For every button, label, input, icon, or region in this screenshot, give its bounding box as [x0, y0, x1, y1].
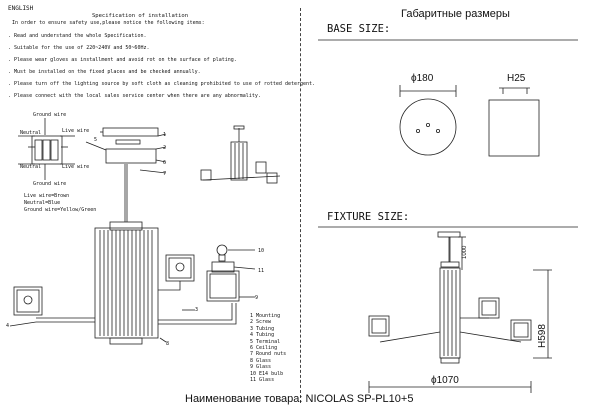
spec-note: . Please turn off the lighting source by…	[8, 81, 316, 87]
parts-item: 7 Round nuts	[250, 351, 287, 358]
parts-item: 4 Tubing	[250, 332, 275, 339]
callout-5: 5	[94, 137, 98, 143]
ceiling-bracket	[85, 127, 167, 222]
language-label: ENGLISH	[8, 5, 34, 12]
spec-title: Specification of installation	[92, 13, 189, 19]
chandelier-main-drawing	[9, 221, 256, 345]
callout-11: 11	[258, 268, 265, 274]
parts-item: 9 Glass	[250, 364, 272, 371]
parts-item: 1 Mounting	[250, 313, 281, 319]
parts-item: 11 Glass	[250, 377, 275, 384]
callout-7: 7	[163, 171, 167, 177]
spec-intro: In order to ensure safety use,please not…	[12, 20, 205, 26]
parts-item: 3 Tubing	[250, 325, 275, 332]
base-circle-drawing	[399, 85, 540, 157]
parts-item: 6 Ceiling	[250, 345, 278, 352]
chandelier-thumbnail	[200, 125, 281, 184]
wire-label-ground-top: Ground wire	[33, 112, 67, 118]
fixture-diameter-label: ϕ1070	[431, 375, 459, 386]
base-height-label: H25	[507, 73, 526, 84]
terminal-block-diagram	[18, 118, 75, 180]
callout-9: 9	[255, 295, 259, 301]
dimensions-header: Габаритные размеры	[401, 8, 510, 20]
wire-legend-neutral: Neutral=Blue	[24, 200, 61, 206]
spec-note: . Please wear gloves as installment and …	[8, 57, 237, 63]
spec-note: . Read and understand the whole Specific…	[8, 33, 147, 39]
wire-label-ground-bottom: Ground wire	[33, 181, 67, 187]
parts-item: 10 E14 bulb	[250, 370, 284, 377]
base-size-title: BASE SIZE:	[327, 23, 391, 35]
parts-item: 2 Screw	[250, 319, 272, 326]
fixture-drawing	[368, 231, 552, 393]
wire-label-neutral-2: Neutral	[20, 164, 42, 170]
wire-label-neutral: Neutral	[20, 130, 42, 136]
wire-label-live-2: Live wire	[62, 164, 90, 170]
callout-8: 8	[166, 341, 170, 347]
spec-note: . Please connect with the local sales se…	[8, 93, 261, 99]
parts-item: 5 Terminal	[250, 338, 281, 345]
wire-legend-ground: Ground wire=Yellow/Green	[24, 207, 97, 213]
wire-label-live: Live wire	[62, 128, 90, 134]
base-diameter-label: ϕ180	[411, 73, 434, 84]
parts-list: 1 Mounting 2 Screw 3 Tubing 4 Tubing 5 T…	[250, 313, 286, 383]
callout-4: 4	[6, 323, 10, 329]
callout-3: 3	[195, 307, 199, 313]
callout-6: 6	[163, 160, 167, 166]
spec-note: . Must be installed on the fixed places …	[8, 69, 201, 75]
fixture-size-title: FIXTURE SIZE:	[327, 211, 410, 223]
callout-1: 1	[163, 132, 167, 138]
callout-2: 2	[163, 145, 167, 151]
installation-drawing	[9, 118, 281, 345]
callout-10: 10	[258, 248, 265, 254]
wire-legend-live: Live wire=Brown	[24, 193, 70, 199]
section-divider	[300, 8, 301, 403]
parts-item: 8 Glass	[250, 357, 272, 364]
spec-note: . Suitable for the use of 220~240V and 5…	[8, 45, 150, 51]
product-name-footer: Наименование товара: NICOLAS SP-PL10+5	[185, 393, 414, 405]
